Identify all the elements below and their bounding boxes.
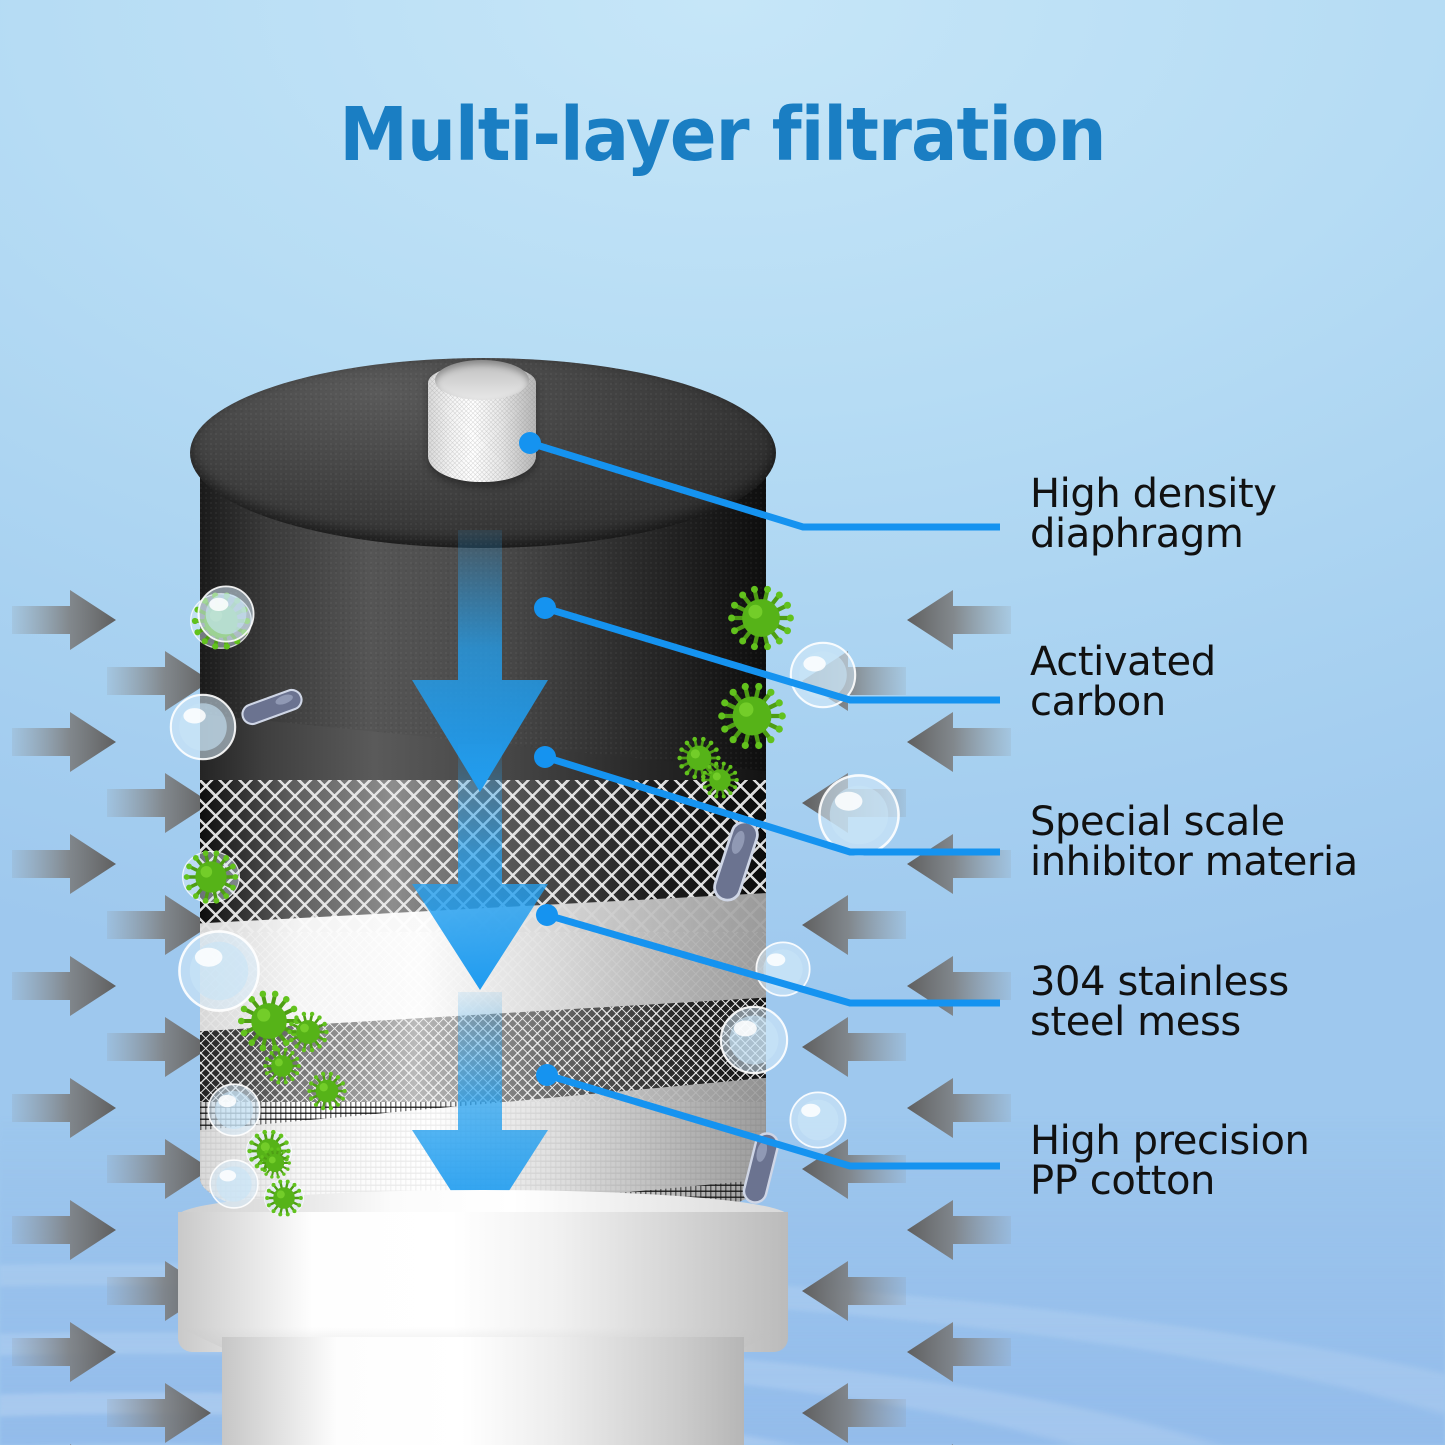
leader-line-diaphragm <box>528 439 1000 531</box>
germ-icon <box>258 1146 292 1185</box>
germ-icon <box>262 1046 302 1091</box>
water-droplet-icon <box>816 772 902 863</box>
flow-arrow-2 <box>396 744 564 996</box>
water-droplet-icon <box>168 692 238 767</box>
inflow-arrow-left <box>800 895 908 955</box>
water-droplet-icon <box>718 1004 790 1081</box>
inflow-arrow-left <box>800 1017 908 1077</box>
inflow-arrow-left <box>905 712 1013 772</box>
inflow-arrow-right <box>10 590 118 650</box>
leader-dot-steel-mesh <box>536 904 558 926</box>
leader-dot-diaphragm <box>519 432 541 454</box>
bacteria-rod-icon <box>742 1128 780 1213</box>
label-high-density-diaphragm: High density diaphragm <box>1030 471 1277 557</box>
inflow-arrow-left <box>905 1322 1013 1382</box>
leader-line-steel-mesh <box>546 911 1000 1007</box>
label-high-precision-pp-cotton: High precision PP cotton <box>1030 1118 1310 1204</box>
inflow-arrow-right <box>10 1322 118 1382</box>
inflow-arrow-right <box>105 651 213 711</box>
germ-icon <box>286 1010 330 1059</box>
inflow-arrow-right <box>105 1017 213 1077</box>
water-droplet-icon <box>788 1090 848 1155</box>
germ-icon <box>306 1070 348 1117</box>
inflow-arrow-right <box>105 1383 213 1443</box>
label-304-stainless-steel-mess: 304 stainless steel mess <box>1030 959 1289 1045</box>
water-droplet-icon <box>206 1082 262 1143</box>
germ-icon <box>716 680 788 757</box>
germ-icon <box>182 848 240 911</box>
leader-dot-pp-cotton <box>536 1064 558 1086</box>
germ-icon <box>676 735 722 786</box>
germ-icon <box>700 760 740 805</box>
inflow-arrow-left <box>905 1200 1013 1260</box>
inflow-arrow-right <box>10 712 118 772</box>
inflow-arrow-right <box>105 1139 213 1199</box>
inflow-arrow-right <box>105 895 213 955</box>
leader-line-pp-cotton <box>545 1071 1000 1170</box>
germ-icon <box>264 1178 304 1223</box>
base-neck <box>222 1337 744 1445</box>
water-droplet-icon <box>196 584 256 649</box>
inflow-arrow-right <box>10 834 118 894</box>
page-title: Multi-layer filtration <box>339 92 1106 178</box>
flow-arrow-3 <box>396 992 564 1242</box>
water-droplet-icon <box>176 928 262 1019</box>
inflow-arrow-right <box>10 1078 118 1138</box>
inflow-arrow-left <box>905 590 1013 650</box>
germ-icon <box>726 583 796 658</box>
label-special-scale-inhibitor: Special scale inhibitor materia <box>1030 799 1358 885</box>
leader-line-activated-carbon <box>543 604 1000 704</box>
flow-arrow-1 <box>396 530 564 800</box>
diaphragm-inner-lip <box>435 360 529 400</box>
inflow-arrow-left <box>800 1261 908 1321</box>
inflow-arrow-left <box>800 1383 908 1443</box>
water-droplet-icon <box>208 1158 260 1215</box>
inflow-arrow-right <box>105 773 213 833</box>
leader-dot-activated-carbon <box>534 597 556 619</box>
water-droplet-icon <box>788 640 858 715</box>
label-activated-carbon: Activated carbon <box>1030 639 1216 725</box>
leader-dot-scale-inhibitor <box>534 746 556 768</box>
inflow-arrow-right <box>10 1200 118 1260</box>
inflow-arrow-right <box>10 956 118 1016</box>
inflow-arrow-left <box>905 1078 1013 1138</box>
bacteria-rod-icon <box>713 815 759 912</box>
leader-line-scale-inhibitor <box>543 753 1000 856</box>
high-density-diaphragm-roll <box>428 360 536 482</box>
bacteria-rod-icon <box>241 672 303 747</box>
